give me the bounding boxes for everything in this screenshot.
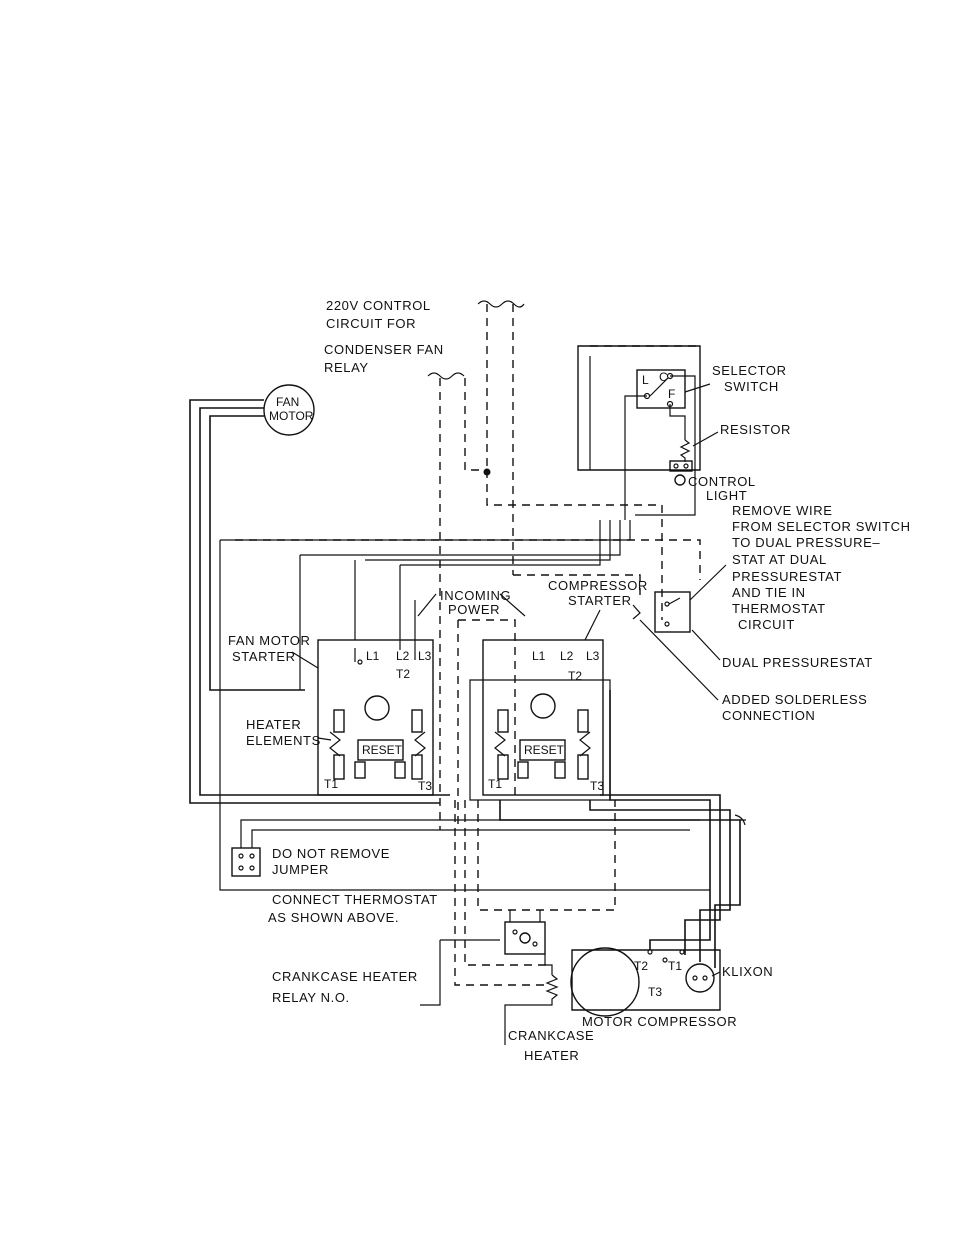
klixon-label: KLIXON	[722, 964, 773, 979]
selector-terminal-l: L	[642, 373, 649, 387]
motor-compressor: T2 T3 T1	[570, 947, 721, 1017]
condenser-fan-label: CONDENSER FAN	[324, 342, 444, 357]
fan-motor-starter-label-2: STARTER	[232, 649, 296, 664]
selector-terminal-f: F	[668, 387, 675, 401]
note-line-5: PRESSURESTAT	[732, 569, 842, 584]
thermostat-label-2: AS SHOWN ABOVE.	[268, 910, 399, 925]
solderless-connection-label: ADDED SOLDERLESS	[722, 692, 867, 707]
fan-starter-terminal-l1: L1	[366, 649, 380, 663]
thermostat-label: CONNECT THERMOSTAT	[272, 892, 438, 907]
comp-starter-terminal-l3: L3	[586, 649, 600, 663]
control-circuit-leads	[427, 300, 663, 830]
jumper-label: DO NOT REMOVE	[272, 846, 390, 861]
heater-elements-label-2: ELEMENTS	[246, 733, 321, 748]
comp-starter-terminal-l2: L2	[560, 649, 574, 663]
note-line-3: TO DUAL PRESSURE–	[732, 535, 880, 550]
selector-switch-panel: L C F	[577, 345, 701, 520]
selector-switch-label-2: SWITCH	[724, 379, 779, 394]
note-line-7: THERMOSTAT	[732, 601, 826, 616]
control-light-label: CONTROL	[688, 474, 756, 489]
resistor-label: RESISTOR	[720, 422, 791, 437]
fan-starter-terminal-l3: L3	[418, 649, 432, 663]
mc-terminal-t2: T2	[634, 959, 648, 973]
note-line-8: CIRCUIT	[738, 617, 795, 632]
compressor-wire-bundle	[499, 690, 746, 968]
fan-starter-terminal-l2: L2	[396, 649, 410, 663]
compressor-starter-label-2: STARTER	[568, 593, 632, 608]
incoming-power-label: INCOMING	[440, 588, 511, 603]
fan-starter-terminal-t2: T2	[396, 667, 410, 681]
compressor-starter-label: COMPRESSOR	[548, 578, 648, 593]
comp-starter-terminal-t1: T1	[488, 777, 502, 791]
control-circuit-label-2: CIRCUIT FOR	[326, 316, 416, 331]
control-light-label-2: LIGHT	[706, 488, 747, 503]
control-circuit-label: 220V CONTROL	[326, 298, 431, 313]
crankcase-heater-label: CRANKCASE	[508, 1028, 594, 1043]
fan-motor-starter-label: FAN MOTOR	[228, 633, 310, 648]
fan-starter-reset: RESET	[362, 743, 403, 757]
jumper-label-2: JUMPER	[272, 862, 329, 877]
mc-terminal-t1: T1	[668, 959, 682, 973]
crankcase-relay-label-2: RELAY N.O.	[272, 990, 350, 1005]
jumper	[231, 819, 700, 877]
fan-motor-starter: L1 L2 L3 T2 RESET T1 T3	[317, 639, 434, 796]
comp-starter-terminal-l1: L1	[532, 649, 546, 663]
incoming-power-label-2: POWER	[448, 602, 500, 617]
dual-pressurestat	[632, 591, 691, 633]
compressor-starter: L1 L2 L3 T2 RESET T1 T3	[457, 619, 611, 830]
fan-starter-terminal-t3: T3	[418, 779, 432, 793]
mc-terminal-t3: T3	[648, 985, 662, 999]
outer-wiring	[219, 520, 710, 891]
relay-label: RELAY	[324, 360, 369, 375]
crankcase-heater-relay	[454, 800, 616, 1045]
crankcase-heater-label-2: HEATER	[524, 1048, 579, 1063]
motor-compressor-label: MOTOR COMPRESSOR	[582, 1014, 737, 1029]
fan-motor-label-2: MOTOR	[269, 409, 314, 423]
comp-starter-reset: RESET	[524, 743, 565, 757]
selector-terminal-c: C	[659, 370, 668, 384]
solderless-connection-label-2: CONNECTION	[722, 708, 815, 723]
dual-pressurestat-label: DUAL PRESSURESTAT	[722, 655, 873, 670]
fan-starter-terminal-t1: T1	[324, 777, 338, 791]
comp-starter-terminal-t2: T2	[568, 669, 582, 683]
heater-elements-label: HEATER	[246, 717, 301, 732]
note-line-6: AND TIE IN	[732, 585, 806, 600]
note-line-1: REMOVE WIRE	[732, 503, 833, 518]
crankcase-relay-label: CRANKCASE HEATER	[272, 969, 418, 984]
note-line-4: STAT AT DUAL	[732, 552, 827, 567]
comp-starter-terminal-t3: T3	[590, 779, 604, 793]
note-line-2: FROM SELECTOR SWITCH	[732, 519, 911, 534]
selector-switch-label: SELECTOR	[712, 363, 787, 378]
fan-motor-label: FAN	[276, 395, 299, 409]
